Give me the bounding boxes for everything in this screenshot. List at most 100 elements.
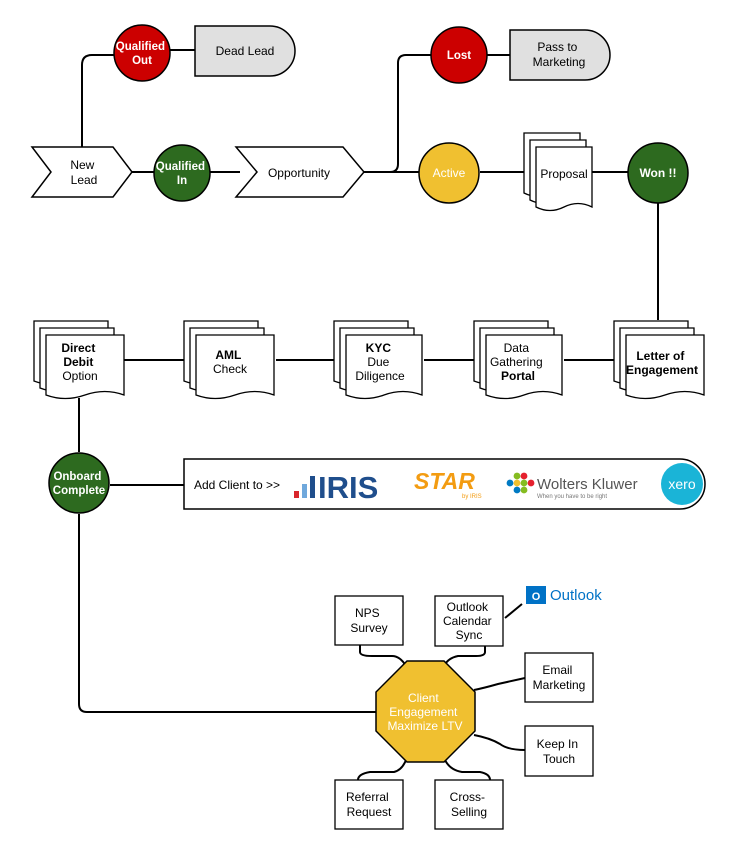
nps-survey-node: NPS Survey bbox=[334, 595, 404, 646]
referral-line1: Referral bbox=[346, 790, 389, 804]
direct-debit-node: Direct Debit Option bbox=[33, 320, 125, 400]
dead-lead-label: Dead Lead bbox=[216, 44, 275, 58]
svg-text:Onboard Complete: Onboard Complete bbox=[53, 471, 105, 497]
data-gathering-line3: Portal bbox=[501, 369, 535, 383]
aml-node: AML Check bbox=[183, 320, 275, 400]
engagement-line2: Engagement bbox=[389, 705, 458, 719]
email-line1: Email bbox=[542, 663, 572, 677]
svg-text:Pass to Marketing: Pass to Marketing bbox=[533, 40, 586, 69]
cross-selling-node: Cross- Selling bbox=[434, 779, 504, 830]
svg-text:Qualified In: Qualified In bbox=[156, 161, 208, 187]
lost-node: Lost bbox=[430, 26, 488, 84]
svg-text:Qualified Out: Qualified Out bbox=[116, 41, 168, 67]
opportunity-label: Opportunity bbox=[268, 166, 330, 180]
connectors bbox=[78, 49, 659, 781]
onboard-line1: Onboard bbox=[53, 471, 101, 483]
email-marketing-node: Email Marketing bbox=[524, 652, 594, 703]
letter-line2: Engagement bbox=[626, 363, 698, 377]
svg-text:Referral Request: Referral Request bbox=[346, 790, 392, 819]
connector-email bbox=[473, 677, 526, 691]
keep-line2: Touch bbox=[543, 752, 575, 766]
lost-label: Lost bbox=[447, 50, 471, 62]
won-label: Won !! bbox=[639, 166, 676, 180]
opportunity-node: Opportunity bbox=[234, 146, 365, 198]
outlook-sync-node: Outlook Calendar Sync bbox=[434, 595, 504, 647]
qualified-out-node: Qualified Out bbox=[113, 24, 171, 82]
add-client-label: Add Client to >> bbox=[194, 478, 280, 492]
xero-logo: xero bbox=[661, 463, 703, 505]
qualified-in-line1: Qualified bbox=[156, 161, 205, 173]
connector-referral bbox=[357, 759, 407, 781]
aml-line1: AML bbox=[215, 348, 241, 362]
star-logo-text: STAR bbox=[414, 468, 475, 494]
direct-debit-line3: Option bbox=[62, 369, 97, 383]
connector-keepintouch bbox=[473, 734, 526, 751]
svg-text:NPS Survey: NPS Survey bbox=[350, 606, 387, 635]
xero-logo-text: xero bbox=[668, 476, 695, 492]
svg-text:Outlook Calendar S: Outlook Calendar Sync bbox=[443, 600, 495, 642]
outlook-logo-text: Outlook bbox=[550, 587, 602, 604]
nps-line1: NPS bbox=[355, 606, 380, 620]
engagement-line1: Client bbox=[408, 691, 439, 705]
pass-line1: Pass to bbox=[537, 40, 577, 54]
direct-debit-line2: Debit bbox=[63, 355, 93, 369]
add-client-bar: Add Client to >> IRIS STAR by IRIS Wolte… bbox=[183, 458, 706, 510]
connector-outlook-logo bbox=[504, 603, 523, 619]
connector-opportunity-lost bbox=[362, 54, 432, 173]
referral-line2: Request bbox=[347, 805, 392, 819]
wolters-logo-text: Wolters Kluwer bbox=[537, 476, 638, 493]
svg-text:New Lead: New Lead bbox=[70, 158, 97, 187]
email-line2: Marketing bbox=[533, 678, 586, 692]
proposal-node: Proposal bbox=[523, 132, 593, 212]
letter-line1: Letter of bbox=[636, 349, 685, 363]
outlook-sync-line2: Calendar bbox=[443, 614, 492, 628]
onboard-line2: Complete bbox=[53, 485, 105, 497]
wolters-kluwer-logo: Wolters Kluwer When you have to be right bbox=[506, 472, 638, 500]
nps-line2: Survey bbox=[350, 621, 387, 635]
iris-logo-text: IRIS bbox=[318, 470, 378, 505]
kyc-line2: Due bbox=[367, 355, 389, 369]
qualified-in-node: Qualified In bbox=[153, 144, 211, 202]
outlook-sync-line3: Sync bbox=[456, 628, 483, 642]
svg-text:Cross- Selling: Cross- Selling bbox=[450, 790, 489, 819]
engagement-line3: Maximize LTV bbox=[387, 719, 462, 733]
svg-text:KYC Due Diligence: KYC Due Diligence bbox=[355, 341, 405, 383]
svg-text:Direct Debit Optio: Direct Debit Option bbox=[61, 341, 98, 383]
star-logo-sub: by IRIS bbox=[462, 494, 482, 500]
onboard-complete-node: Onboard Complete bbox=[48, 452, 110, 514]
new-lead-line1: New bbox=[70, 158, 94, 172]
kyc-line3: Diligence bbox=[355, 369, 405, 383]
wolters-logo-tagline: When you have to be right bbox=[537, 494, 607, 500]
cross-line1: Cross- bbox=[450, 790, 485, 804]
active-label: Active bbox=[433, 166, 466, 180]
data-gathering-line1: Data bbox=[504, 341, 530, 355]
outlook-sync-line1: Outlook bbox=[447, 600, 489, 614]
svg-text:Keep In Touch: Keep In Touch bbox=[537, 737, 582, 766]
kyc-line1: KYC bbox=[366, 341, 392, 355]
letter-of-engagement-node: Letter of Engagement bbox=[613, 320, 705, 400]
svg-text:Letter of Engagement: Letter of Engagement bbox=[626, 349, 698, 377]
new-lead-node: New Lead bbox=[30, 146, 133, 198]
cross-line2: Selling bbox=[451, 805, 487, 819]
proposal-label: Proposal bbox=[540, 167, 587, 181]
referral-request-node: Referral Request bbox=[334, 779, 404, 830]
qualified-out-line1: Qualified bbox=[116, 41, 165, 53]
qualified-in-line2: In bbox=[177, 175, 187, 187]
svg-text:Client Engagement: Client Engagement Maximize LTV bbox=[387, 691, 462, 733]
connector-crossselling bbox=[444, 759, 491, 781]
kyc-node: KYC Due Diligence bbox=[333, 320, 423, 400]
connector-nps bbox=[359, 645, 407, 667]
iris-logo: IRIS bbox=[294, 470, 378, 505]
connector-outlook bbox=[443, 640, 486, 667]
dead-lead-node: Dead Lead bbox=[194, 25, 296, 77]
pass-line2: Marketing bbox=[533, 55, 586, 69]
data-gathering-line2: Gathering bbox=[490, 355, 543, 369]
svg-text:Email Marketing: Email Marketing bbox=[533, 663, 586, 692]
qualified-out-line2: Out bbox=[132, 55, 152, 67]
outlook-logo: O Outlook bbox=[526, 586, 602, 604]
keep-in-touch-node: Keep In Touch bbox=[524, 725, 594, 777]
outlook-badge-letter: O bbox=[532, 591, 541, 603]
direct-debit-line1: Direct bbox=[61, 341, 95, 355]
client-engagement-node: Client Engagement Maximize LTV bbox=[375, 660, 476, 763]
